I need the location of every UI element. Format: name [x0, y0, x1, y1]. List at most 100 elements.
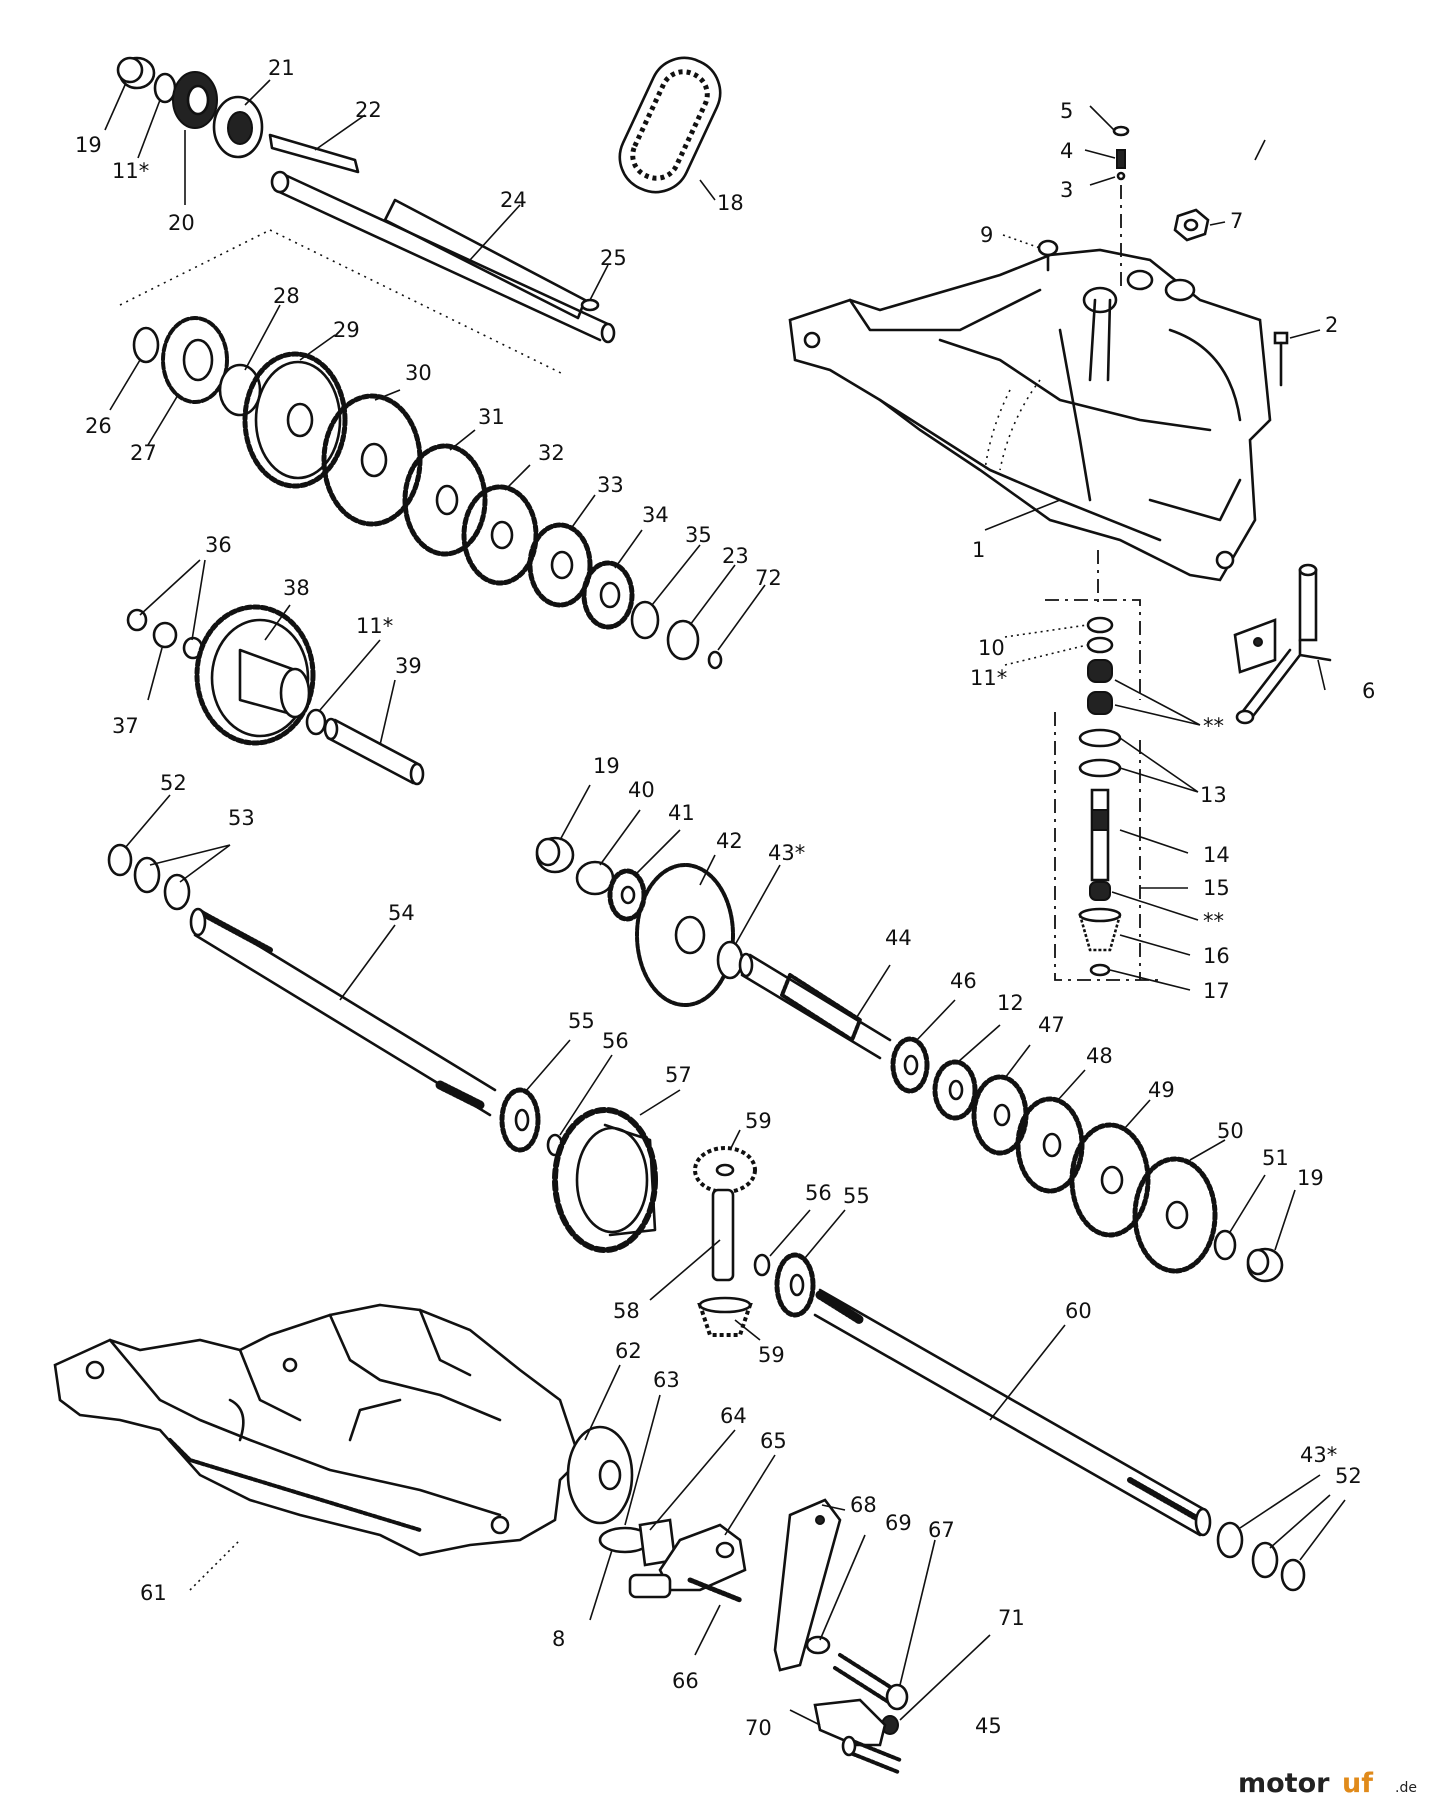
label-20: 20: [168, 211, 195, 235]
label-29: 29: [333, 318, 360, 342]
part-1-upper-housing: [788, 248, 1272, 582]
part-3-4-5-vent: [1112, 125, 1130, 290]
label-49: 49: [1148, 1078, 1175, 1102]
part-55-bevel-gear-left: [499, 1087, 541, 1153]
label-17: 17: [1203, 979, 1230, 1003]
watermark-brand-b: uf: [1342, 1768, 1373, 1799]
part-14-input-shaft: [1090, 788, 1110, 882]
part-53-washer-a: [133, 856, 161, 894]
label-69: 69: [885, 1511, 912, 1535]
part-12-gear: [932, 1059, 978, 1121]
label-11-a: 11*: [112, 159, 149, 183]
part-59-spider-gear-bottom: [697, 1296, 753, 1337]
leader-lines: [104, 79, 1346, 1726]
label-57: 57: [665, 1063, 692, 1087]
label-23: 23: [722, 544, 749, 568]
part-42-disc: [635, 863, 735, 1007]
label-10: 10: [978, 636, 1005, 660]
label-43-b: 43*: [1300, 1443, 1337, 1467]
label-15: 15: [1203, 876, 1230, 900]
part-53-washer-b: [163, 873, 191, 911]
part-55-bevel-gear-right: [774, 1252, 816, 1318]
label-12: 12: [997, 991, 1024, 1015]
label-33: 33: [597, 473, 624, 497]
label-60: 60: [1065, 1299, 1092, 1323]
part-22-key: [268, 133, 360, 174]
part-7-nut: [1173, 208, 1210, 242]
label-22: 22: [355, 98, 382, 122]
part-43-washer-c: [1251, 1541, 1279, 1579]
label-34: 34: [642, 503, 669, 527]
part-46-gear: [890, 1036, 930, 1094]
label-2: 2: [1325, 313, 1338, 337]
label-66: 66: [672, 1669, 699, 1693]
label-56-b: 56: [805, 1181, 832, 1205]
label-32: 32: [538, 441, 565, 465]
label-25: 25: [600, 246, 627, 270]
part-24-shaft: [270, 170, 616, 344]
label-65: 65: [760, 1429, 787, 1453]
label-19-c: 19: [1297, 1166, 1324, 1190]
label-13: 13: [1200, 783, 1227, 807]
label-39: 39: [395, 654, 422, 678]
part-38-cluster-gear: [194, 604, 316, 746]
label-71: 71: [998, 1606, 1025, 1630]
label-55-a: 55: [568, 1009, 595, 1033]
label-3: 3: [1060, 178, 1073, 202]
label-19-a: 19: [75, 133, 102, 157]
part-19-bushing-mid: [535, 836, 575, 874]
label-51: 51: [1262, 1146, 1289, 1170]
label-56-a: 56: [602, 1029, 629, 1053]
label-27: 27: [130, 441, 157, 465]
part-50-gear: [1132, 1156, 1218, 1274]
label-62: 62: [615, 1339, 642, 1363]
label-42: 42: [716, 829, 743, 853]
part-70-bracket: [813, 1698, 887, 1747]
part-45-bolt: [841, 1735, 902, 1774]
label-6: 6: [1362, 679, 1375, 703]
part-58-pin: [711, 1188, 735, 1282]
part-37-washer: [152, 621, 178, 649]
label-11-c: 11*: [970, 666, 1007, 690]
label-31: 31: [478, 405, 505, 429]
part-20-sprocket: [172, 71, 218, 129]
part-11-washer-stack: [1086, 636, 1114, 654]
label-55-b: 55: [843, 1184, 870, 1208]
part-32-gear: [461, 484, 539, 586]
label-47: 47: [1038, 1013, 1065, 1037]
part-56-ring-right: [753, 1253, 771, 1277]
part-59-spider-gear-top: [693, 1146, 757, 1194]
label-44: 44: [885, 926, 912, 950]
part-31-gear: [402, 443, 488, 557]
part-54-axle-left: [189, 907, 497, 1117]
part-61-lower-housing: [53, 1303, 582, 1557]
label-double-star-b: **: [1203, 909, 1224, 933]
label-35: 35: [685, 523, 712, 547]
label-11-b: 11*: [356, 614, 393, 638]
label-64: 64: [720, 1404, 747, 1428]
part-39-shaft: [323, 717, 425, 786]
part-69-washer: [805, 1635, 831, 1655]
part-2-bolt: [1273, 331, 1289, 387]
label-37: 37: [112, 714, 139, 738]
part-43-washer-b: [1216, 1521, 1244, 1559]
part-11-washer-top: [153, 72, 177, 104]
label-59-b: 59: [758, 1343, 785, 1367]
part-26-snap-ring: [132, 326, 160, 364]
part-67-bolt: [833, 1653, 909, 1711]
label-1: 1: [972, 538, 985, 562]
part-number-labels: 19 11* 20 21 22 24 25 18 26 27 28 29 30 …: [75, 56, 1375, 1740]
part-6-shift-lever: [1233, 563, 1332, 725]
label-30: 30: [405, 361, 432, 385]
part-9-screw: [1037, 239, 1059, 272]
part-13-washer-b: [1078, 758, 1122, 778]
part-57-ring-gear: [552, 1107, 658, 1253]
part-36-ring-a: [126, 608, 148, 632]
part-16-bevel-pinion: [1078, 907, 1122, 952]
label-21: 21: [268, 56, 295, 80]
label-50: 50: [1217, 1119, 1244, 1143]
label-16: 16: [1203, 944, 1230, 968]
label-8: 8: [552, 1627, 565, 1651]
part-29-gear: [242, 351, 348, 489]
